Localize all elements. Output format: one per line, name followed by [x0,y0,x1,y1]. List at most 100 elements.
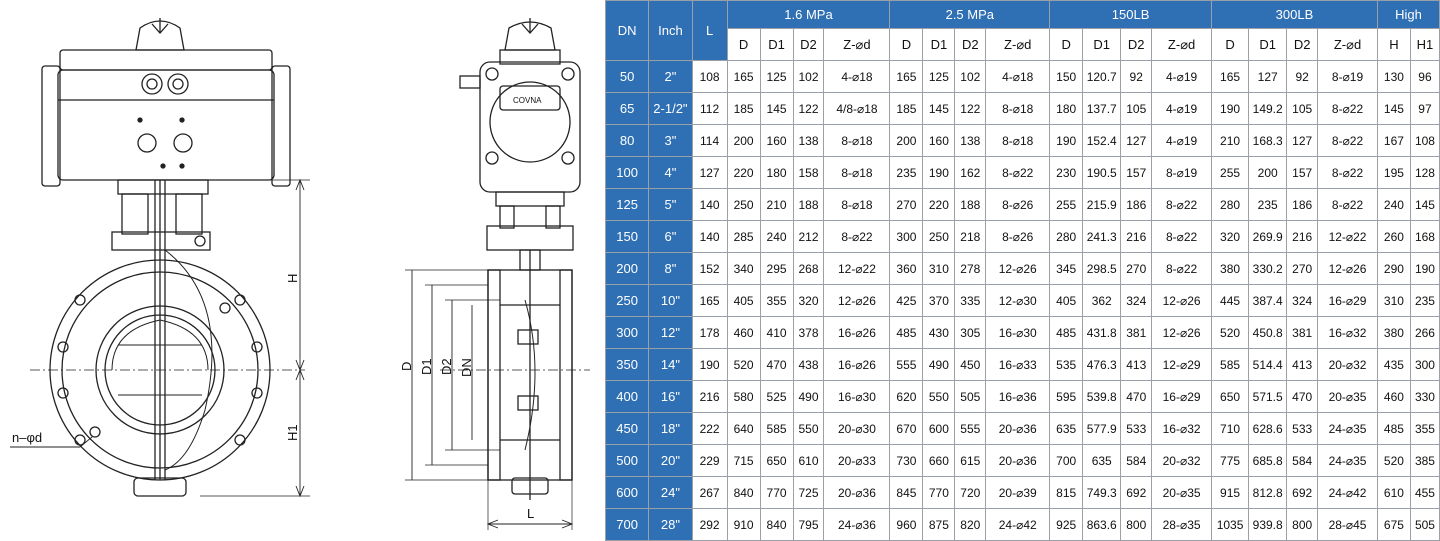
value-cell: 840 [726,476,761,509]
value-cell: 584 [1286,444,1319,477]
value-cell: 770 [922,476,956,509]
value-cell: 385 [1409,444,1440,477]
value-cell: 749.3 [1082,476,1122,509]
value-cell: 800 [1120,508,1153,541]
value-cell: 260 [1376,220,1411,253]
value-cell: 165 [691,284,728,317]
value-cell: 114 [691,124,728,157]
value-cell: 185 [889,92,924,125]
value-cell: 12-⌀22 [1317,220,1378,253]
value-cell: 130 [1376,60,1411,93]
value-cell: 12-⌀22 [823,252,891,285]
value-cell: 102 [954,60,987,93]
value-cell: 425 [889,284,924,317]
value-cell: 216 [1120,220,1153,253]
value-cell: 370 [922,284,956,317]
value-cell: 255 [1210,156,1250,189]
value-cell: 4-⌀19 [1151,124,1212,157]
value-cell: 12-⌀29 [1151,348,1212,381]
value-cell: 431.8 [1082,316,1122,349]
value-cell: 445 [1210,284,1250,317]
value-cell: 20-⌀32 [1151,444,1212,477]
value-cell: 235 [1248,188,1288,221]
value-cell: 485 [1376,412,1411,445]
value-cell: 270 [889,188,924,221]
subheader-cell: D2 [1286,28,1319,61]
value-cell: 8-⌀22 [1317,124,1378,157]
subheader-cell: D [1049,28,1084,61]
value-cell: 8-⌀22 [1151,252,1212,285]
inch-cell: 10" [648,284,693,317]
value-cell: 555 [954,412,987,445]
value-cell: 8-⌀22 [1151,220,1212,253]
value-cell: 108 [691,60,728,93]
value-cell: 290 [1376,252,1411,285]
value-cell: 158 [792,156,825,189]
value-cell: 278 [954,252,987,285]
value-cell: 16-⌀36 [985,380,1051,413]
value-cell: 8-⌀18 [985,92,1051,125]
value-cell: 381 [1286,316,1319,349]
value-cell: 160 [759,124,794,157]
value-cell: 20-⌀32 [1317,348,1378,381]
value-cell: 212 [792,220,825,253]
value-cell: 165 [726,60,761,93]
value-cell: 255 [1049,188,1084,221]
value-cell: 165 [889,60,924,93]
value-cell: 650 [759,444,794,477]
value-cell: 190 [1049,124,1084,157]
value-cell: 12-⌀26 [1151,316,1212,349]
value-cell: 620 [889,380,924,413]
value-cell: 180 [759,156,794,189]
subheader-cell: D [726,28,761,61]
value-cell: 635 [1082,444,1122,477]
subheader-cell: D1 [1082,28,1122,61]
subheader-cell: H1 [1409,28,1440,61]
value-cell: 8-⌀22 [1151,188,1212,221]
dn-cell: 200 [604,252,650,285]
value-cell: 240 [1376,188,1411,221]
value-cell: 149.2 [1248,92,1288,125]
value-cell: 216 [691,380,728,413]
value-cell: 490 [922,348,956,381]
value-cell: 8-⌀18 [823,156,891,189]
label-d: D [399,362,414,371]
value-cell: 162 [954,156,987,189]
value-cell: 210 [1210,124,1250,157]
value-cell: 210 [759,188,794,221]
value-cell: 190 [1210,92,1250,125]
value-cell: 470 [1286,380,1319,413]
valve-drawings-svg: n–φd H H1 D D1 D2 DN L COVNA [10,18,590,530]
value-cell: 925 [1049,508,1084,541]
label-h: H [285,274,300,283]
value-cell: 298.5 [1082,252,1122,285]
value-cell: 92 [1286,60,1319,93]
value-cell: 520 [1376,444,1411,477]
value-cell: 533 [1120,412,1153,445]
value-cell: 650 [1210,380,1250,413]
inch-cell: 16" [648,380,693,413]
value-cell: 152.4 [1082,124,1122,157]
value-cell: 20-⌀35 [1317,380,1378,413]
value-cell: 16-⌀26 [823,348,891,381]
value-cell: 324 [1120,284,1153,317]
value-cell: 960 [889,508,924,541]
value-cell: 241.3 [1082,220,1122,253]
value-cell: 24-⌀42 [1317,476,1378,509]
front-view-drawing [10,18,310,498]
subheader-cell: D2 [792,28,825,61]
value-cell: 125 [759,60,794,93]
value-cell: 270 [1286,252,1319,285]
value-cell: 4-⌀18 [985,60,1051,93]
dimension-table: DN Inch L 1.6 MPa 2.5 MPa 150LB 300LB Hi… [604,0,1440,541]
value-cell: 167 [1376,124,1411,157]
value-cell: 939.8 [1248,508,1288,541]
inch-cell: 4" [648,156,693,189]
dn-cell: 600 [604,476,650,509]
value-cell: 292 [691,508,728,541]
